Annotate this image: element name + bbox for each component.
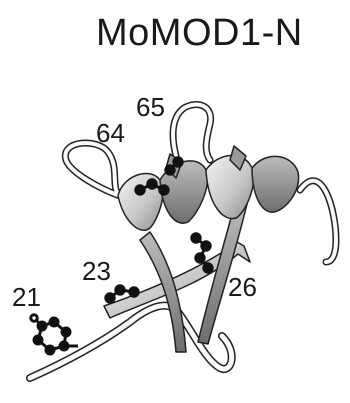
- residue-label-65: 65: [136, 94, 165, 120]
- residue-label-26: 26: [228, 274, 257, 300]
- residue-label-21: 21: [12, 284, 41, 310]
- side-chain-21: [31, 315, 78, 354]
- residue-label-64: 64: [96, 120, 125, 146]
- residue-label-23: 23: [82, 258, 111, 284]
